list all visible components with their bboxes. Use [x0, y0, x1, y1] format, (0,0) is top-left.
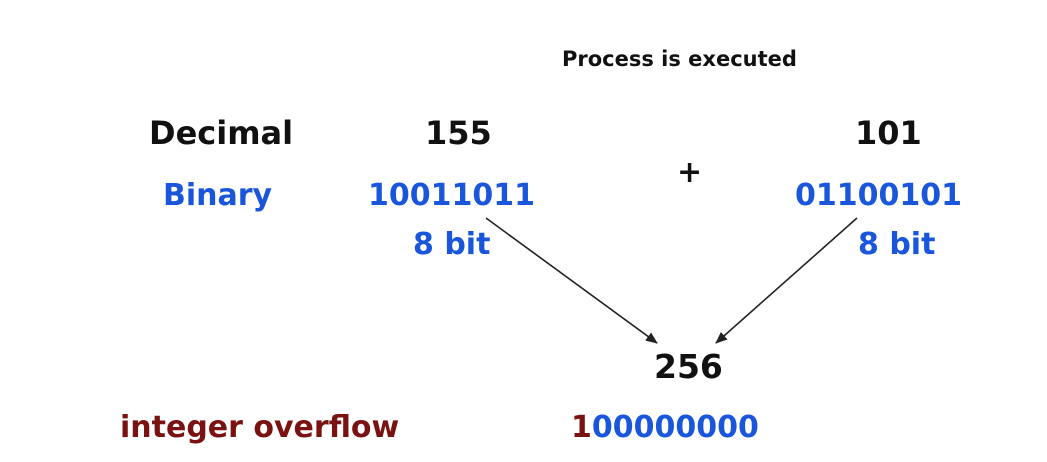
left-to-result-arrow	[485, 217, 658, 344]
result-binary-digits: 00000000	[591, 410, 759, 445]
right-operand-bit-width: 8 bit	[858, 227, 936, 262]
decimal-row-label: Decimal	[149, 114, 294, 152]
binary-row-label: Binary	[163, 178, 273, 213]
overflow-carry-digit: 1	[571, 410, 592, 445]
integer-overflow-label: integer overflow	[120, 410, 400, 445]
left-operand-decimal: 155	[425, 114, 492, 152]
left-operand-binary: 10011011	[368, 178, 535, 213]
result-decimal: 256	[654, 347, 723, 386]
right-to-result-arrow	[715, 217, 858, 344]
result-binary: 100000000	[571, 413, 759, 443]
right-operand-decimal: 101	[855, 114, 922, 152]
left-operand-bit-width: 8 bit	[413, 227, 491, 262]
right-operand-binary: 01100101	[795, 178, 962, 213]
diagram-title: Process is executed	[562, 47, 797, 71]
plus-operator: +	[677, 155, 703, 190]
